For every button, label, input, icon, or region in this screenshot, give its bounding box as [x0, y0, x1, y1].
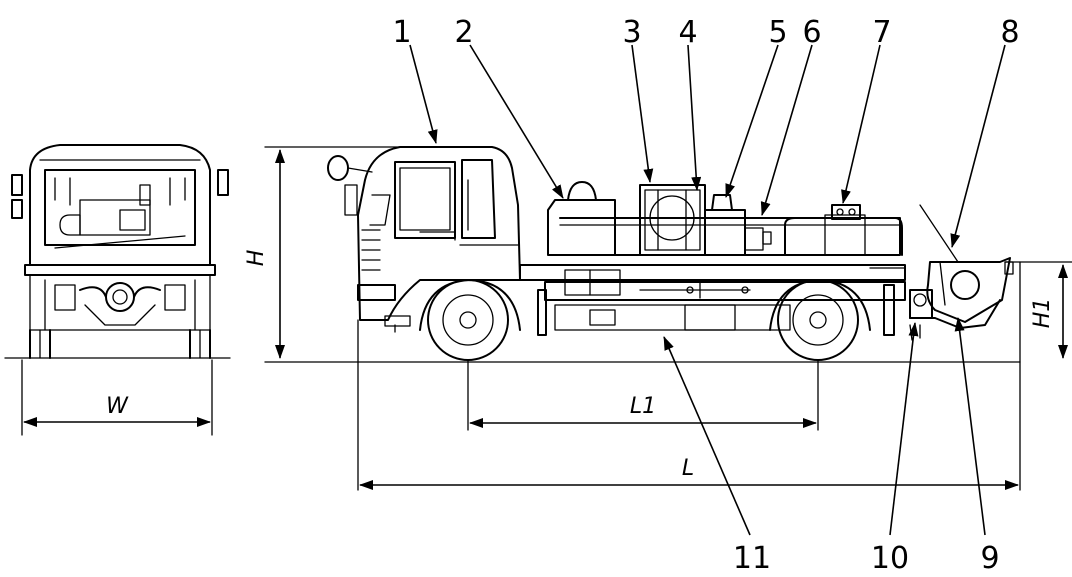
callout-10: 10: [871, 541, 909, 576]
callout-4: 4: [678, 15, 697, 50]
callout-numbers: 1 2 3 4 5 6 7 8 9 10 11: [392, 15, 1019, 576]
dimension-length-label: L: [682, 456, 694, 481]
callout-9: 9: [980, 541, 999, 576]
callout-11: 11: [733, 541, 771, 576]
callout-5: 5: [768, 15, 787, 50]
callout-leaders: [409, 44, 1006, 536]
callout-1: 1: [392, 15, 411, 50]
dimension-width-label: W: [106, 394, 129, 419]
callout-8: 8: [1000, 15, 1019, 50]
callout-2: 2: [454, 15, 473, 50]
side-view: H H1 L1 L: [244, 146, 1072, 491]
dimension-height-label: H: [244, 250, 269, 267]
callout-3: 3: [622, 15, 641, 50]
front-view: W: [4, 144, 231, 436]
callout-6: 6: [802, 15, 821, 50]
dimension-rear-height-label: H1: [1030, 298, 1055, 329]
dimension-wheelbase-label: L1: [630, 394, 656, 419]
callout-7: 7: [872, 15, 891, 50]
